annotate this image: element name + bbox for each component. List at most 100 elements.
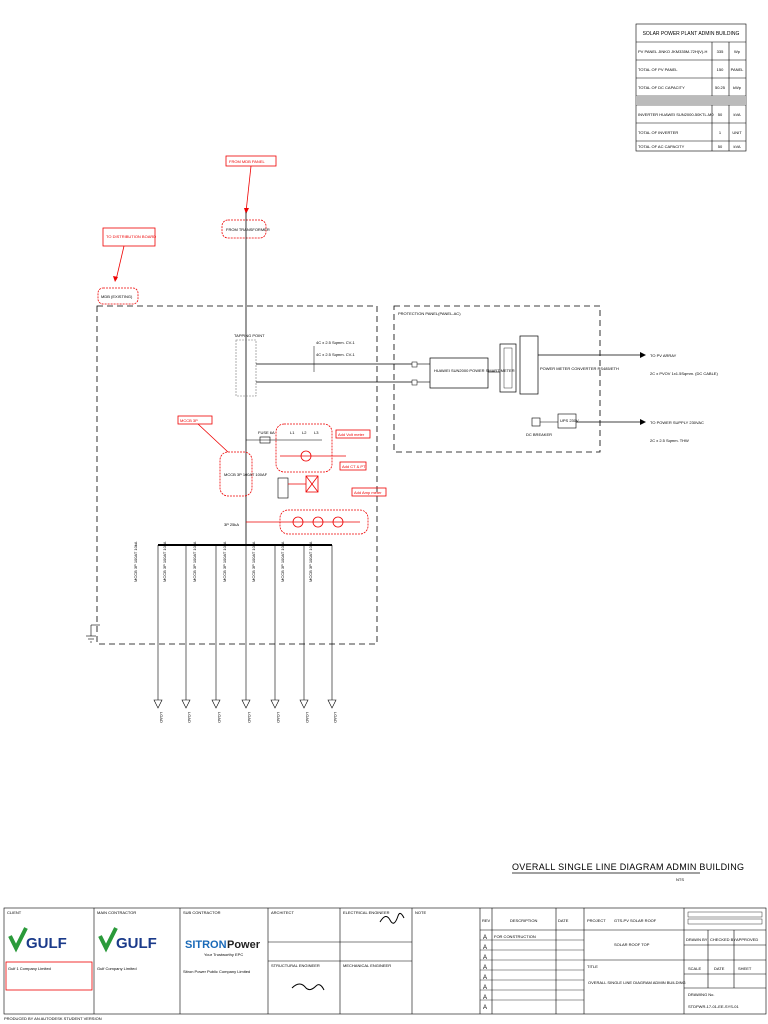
feeder-breaker-label: MCCB 3P 100AT 10kA [308,541,313,582]
feeder-breaker-label: MCCB 3P 100AT 10kA [162,541,167,582]
summary-row-unit: Wp [734,49,741,54]
supply-cable-label: 2C x 2.5 Sqmm. THW [650,438,689,443]
main-company: Gulf Company Limited [97,966,137,971]
summary-row-value: 50.25 [715,85,726,90]
svg-text:A: A [483,985,487,991]
sub-contractor-label: SUB CONTRACTOR [183,910,221,915]
from-main-panel-text: FROM MDB PANEL [229,159,265,164]
drawn-by-label: DRAWN BY [686,937,708,942]
summary-row-label: TOTAL OF DC CAPACITY [638,85,685,90]
project-sub: SOLAR ROOF TOP [614,942,650,947]
load-label: LOAD [305,712,310,723]
svg-text:A: A [483,995,487,1001]
sub-company: Sitron Power Public Company Limited [183,969,250,974]
description-label: DESCRIPTION [510,918,537,923]
structural-signature [291,983,325,991]
mdb-panel-boundary [96,305,378,645]
rev-label: REV [482,918,491,923]
cable-label-1: 4C x 2.5 Sqmm. CV-1 [316,340,355,345]
title-block-rev-rows [480,939,584,1001]
summary-row-unit: kVA [733,144,740,149]
load-label: LOAD [276,712,281,723]
to-distribution-text: TO DISTRIBUTION BOARD [106,234,156,239]
summary-table-title: SOLAR POWER PLANT ADMIN BUILDING [643,31,740,37]
callout-distribution: TO DISTRIBUTION BOARD [102,227,156,282]
summary-row-label: TOTAL OF INVERTER [638,130,678,135]
summary-row-label: TOTAL OF AC CAPACITY [638,144,685,149]
add-amp-meter-note: Add Amp meter [354,490,382,495]
from-transformer-text: FROM TRANSFORMER [226,227,270,232]
main-breaker-label: MCCB 3P 100AT 100AF [224,472,268,477]
svg-text:GULF: GULF [116,935,157,952]
phase-l2: L2 [302,430,307,435]
callout-from-main-panel: FROM MDB PANEL [225,155,277,214]
summary-row-value: 335 [717,49,724,54]
gulf-logo-main-contractor: GULF [98,927,157,953]
add-volt-meter-note: Add Volt meter [338,432,365,437]
main-contractor-label: MAIN CONTRACTOR [97,910,136,915]
svg-text:A: A [483,1005,487,1011]
load-label: LOAD [247,712,252,723]
note-label: NOTE [415,910,426,915]
approved-label: APPROVED [736,937,758,942]
summary-row-value: 50 [718,112,723,117]
tapping-point-box [235,339,257,397]
summary-row-unit: kVA [733,112,740,117]
feeder-breaker-label: MCCB 3P 100AT 10kA [133,541,138,582]
svg-text:A: A [483,955,487,961]
ups-label: UPS 230V [560,418,579,423]
tapping-point-label: TAPPING POINT [234,333,265,338]
load-label: LOAD [333,712,338,723]
sitron-tagline: Your Trustworthy EPC [204,952,243,957]
summary-row-unit: UNIT [732,130,742,135]
date2-label: DATE [714,966,725,971]
diagram-scale: NTS [676,877,684,882]
title-label: TITLE [587,964,598,969]
summary-row-unit: kWp [733,85,742,90]
to-power-supply-label: TO POWER SUPPLY 230VAC [650,420,704,425]
summary-row-value: 1 [719,130,722,135]
converter-box [499,343,517,393]
summary-table [635,23,747,152]
summary-row-label: PV PANEL JINKO JKM335M-72H(V)-H [638,49,707,54]
date-label: DATE [558,918,569,923]
feeder-breaker-label: MCCB 3P 100AT 10kA [192,541,197,582]
feeder-group [157,545,333,700]
summary-row-value: 50 [718,144,723,149]
footer-note: PRODUCED BY AN AUTODESK STUDENT VERSION [4,1016,102,1021]
amp-meter-symbol [332,516,344,528]
barcode-strip [687,911,763,925]
summary-row-label: TOTAL OF PV PANEL [638,67,678,72]
svg-text:GULF: GULF [26,935,67,952]
load-label: LOAD [217,712,222,723]
load-label: LOAD [159,712,164,723]
protection-panel-label: PROTECTION PANEL(PANEL-AC) [398,311,461,316]
dc-breaker-label: DC BREAKER [526,432,552,437]
fuse-symbol [259,436,271,444]
feeder-breaker-label: MCCB 3P 100AT 10kA [222,541,227,582]
main-breaker-rating: 3P 25kA [224,522,239,527]
structural-engineer-label: STRUCTURAL ENGINEER [271,963,320,968]
svg-text:SITRON: SITRON [185,939,227,951]
load-arrows [153,699,337,709]
rev-row-desc: FOR CONSTRUCTION [494,934,536,939]
scale-label: SCALE [688,966,701,971]
callout-mdb: MDB (EXISTING) [97,287,139,305]
svg-text:Power: Power [227,939,261,951]
cable-label-2: 4C x 2.5 Sqmm. CV-1 [316,352,355,357]
client-label: CLIENT [7,910,22,915]
client-company: Gulf 1 Company Limited [8,966,51,971]
checked-by-label: CHECKED BY [710,937,736,942]
diagram-title: OVERALL SINGLE LINE DIAGRAM ADMIN BUILDI… [512,862,744,872]
summary-row-value: 150 [717,67,724,72]
ups-box [557,413,577,429]
svg-text:A: A [483,965,487,971]
title-value: OVERALL SINGLE LINE DIAGRAM ADMIN BUILDI… [588,980,686,985]
electrical-signature [379,912,405,924]
revision-markers: A A A A A A A A [483,935,487,1011]
feeder-breaker-label: MCCB 3P 100AT 10kA [280,541,285,582]
load-label: LOAD [187,712,192,723]
gulf-logo: GULF [8,927,67,953]
sheet-label: SHEET [738,966,752,971]
